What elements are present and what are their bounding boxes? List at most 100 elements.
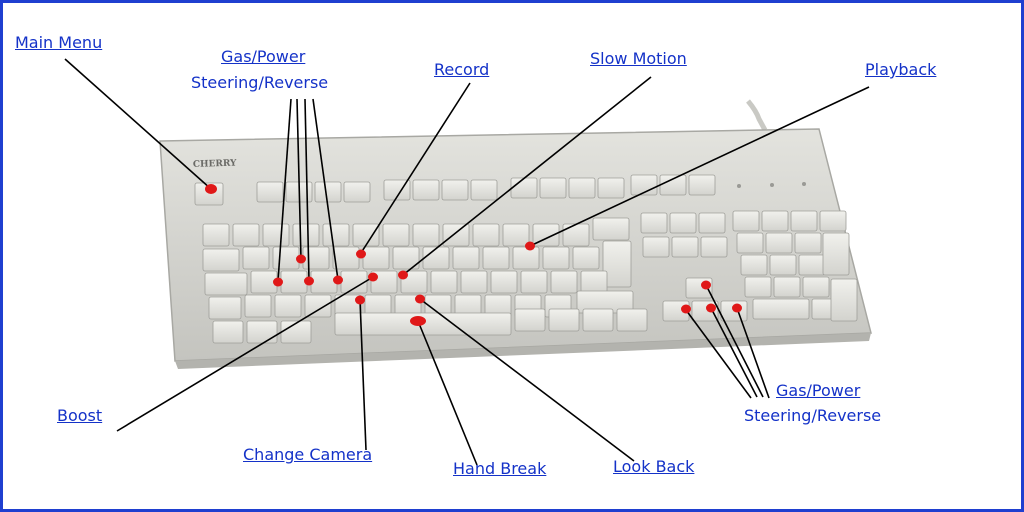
- key-navigation: [640, 212, 668, 234]
- label-hand-break: Hand Break: [453, 459, 547, 478]
- key-number-row: [532, 223, 560, 247]
- key-navigation: [671, 236, 699, 258]
- label-change-camera: Change Camera: [243, 445, 373, 464]
- key-letter: [460, 270, 488, 294]
- key-letter: [332, 246, 360, 270]
- key-number-row: [562, 223, 590, 247]
- marker-record: [356, 249, 366, 259]
- key-numpad: [802, 276, 830, 298]
- label-steering-reverse-right: Steering/Reverse: [744, 406, 882, 425]
- marker-slow-motion: [398, 270, 408, 280]
- keyboard-front-edge: [175, 333, 871, 369]
- brand-logo: CHERRY: [193, 158, 238, 170]
- label-steering-reverse-left: Steering/Reverse: [191, 73, 329, 92]
- label-boost: Boost: [57, 406, 103, 425]
- marker-arrow-left: [681, 304, 691, 314]
- leader-gas-power-4: [312, 98, 339, 281]
- leader-gas-power-right-1: [685, 309, 752, 399]
- key-numpad: [740, 254, 768, 276]
- key-modifier: [514, 308, 546, 332]
- key-navigation: [700, 236, 728, 258]
- leader-main-menu: [64, 58, 212, 190]
- key-number-row: [352, 223, 380, 247]
- key-letter: [244, 294, 272, 318]
- key-function: [314, 181, 342, 203]
- key-navigation: [669, 212, 697, 234]
- key-letter: [482, 246, 510, 270]
- key-function: [412, 179, 440, 201]
- label-gas-power-right: Gas/Power: [776, 381, 861, 400]
- keys: [194, 174, 858, 344]
- key-letter: [274, 294, 302, 318]
- key-letter: [430, 270, 458, 294]
- key-number-row: [382, 223, 410, 247]
- leader-playback: [529, 86, 870, 247]
- key-numpad: [773, 276, 801, 298]
- key-number-row: [442, 223, 470, 247]
- key-letter: [302, 246, 330, 270]
- key-number-row: [202, 223, 230, 247]
- marker-steer-left: [273, 277, 283, 287]
- leader-gas-power-3: [304, 98, 310, 282]
- label-main-menu: Main Menu: [15, 33, 103, 52]
- key-letter: [280, 270, 308, 294]
- label-playback: Playback: [865, 60, 937, 79]
- leader-lines: [64, 58, 870, 466]
- key-number-row: [322, 223, 350, 247]
- key-navigation: [642, 236, 670, 258]
- leader-change-camera: [359, 299, 367, 451]
- key-caps-lock: [204, 272, 248, 296]
- marker-arrow-down: [706, 303, 716, 313]
- key-navigation: [698, 212, 726, 234]
- marker-change-camera: [355, 295, 365, 305]
- key-modifier: [280, 320, 312, 344]
- key-letter: [242, 246, 270, 270]
- label-gas-power-left: Gas/Power: [221, 47, 306, 66]
- key-numpad: [732, 210, 760, 232]
- key-modifier: [246, 320, 278, 344]
- key-numpad: [769, 254, 797, 276]
- key-numpad-enter: [830, 278, 858, 322]
- marker-boost: [368, 272, 378, 282]
- indicator-lights: [737, 182, 806, 188]
- key-letter: [490, 270, 518, 294]
- label-look-back: Look Back: [613, 457, 695, 476]
- key-tab: [202, 248, 240, 272]
- key-numpad: [736, 232, 764, 254]
- label-slow-motion: Slow Motion: [590, 49, 687, 68]
- key-function: [568, 177, 596, 199]
- label-record: Record: [434, 60, 490, 79]
- key-numpad: [765, 232, 793, 254]
- key-function: [659, 174, 687, 196]
- key-letter: [340, 270, 368, 294]
- key-letter: [310, 270, 338, 294]
- key-function: [383, 179, 411, 201]
- key-letter: [392, 246, 420, 270]
- key-letter: [362, 246, 390, 270]
- leader-slow-motion: [402, 76, 652, 276]
- key-number-row: [472, 223, 500, 247]
- key-letter: [572, 246, 600, 270]
- key-function: [256, 181, 284, 203]
- key-markers: [205, 184, 742, 326]
- leader-gas-power-right-4: [736, 307, 770, 399]
- key-numpad-plus: [822, 232, 850, 276]
- key-letter: [520, 270, 548, 294]
- key-modifier: [582, 308, 614, 332]
- marker-reverse: [304, 276, 314, 286]
- keyboard-cable: [746, 99, 768, 132]
- marker-arrow-right: [732, 303, 742, 313]
- key-modifier: [616, 308, 648, 332]
- key-function: [539, 177, 567, 199]
- key-letter: [542, 246, 570, 270]
- leader-gas-power-right-2: [710, 307, 758, 398]
- key-numpad: [790, 210, 818, 232]
- key-letter: [304, 294, 332, 318]
- marker-playback: [525, 241, 535, 251]
- leader-gas-power-1: [277, 98, 292, 282]
- leader-record: [360, 82, 471, 254]
- marker-hand-break: [410, 316, 426, 326]
- key-number-row: [292, 223, 320, 247]
- key-number-row: [262, 223, 290, 247]
